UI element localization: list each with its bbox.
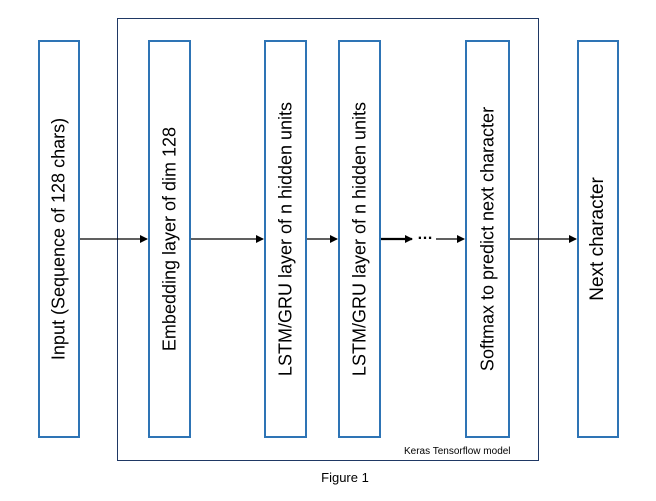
lstm-layer-2-box: LSTM/GRU layer of n hidden units [338, 40, 381, 438]
embedding-layer-box: Embedding layer of dim 128 [148, 40, 191, 438]
softmax-layer-box: Softmax to predict next character [465, 40, 510, 438]
model-container-label: Keras Tensorflow model [404, 446, 511, 457]
lstm-layer-1-box: LSTM/GRU layer of n hidden units [264, 40, 307, 438]
output-layer-box: Next character [577, 40, 619, 438]
input-layer-box: Input (Sequence of 128 chars) [38, 40, 80, 438]
more-layers-ellipsis: … [417, 226, 433, 243]
figure-caption: Figure 1 [321, 470, 369, 485]
